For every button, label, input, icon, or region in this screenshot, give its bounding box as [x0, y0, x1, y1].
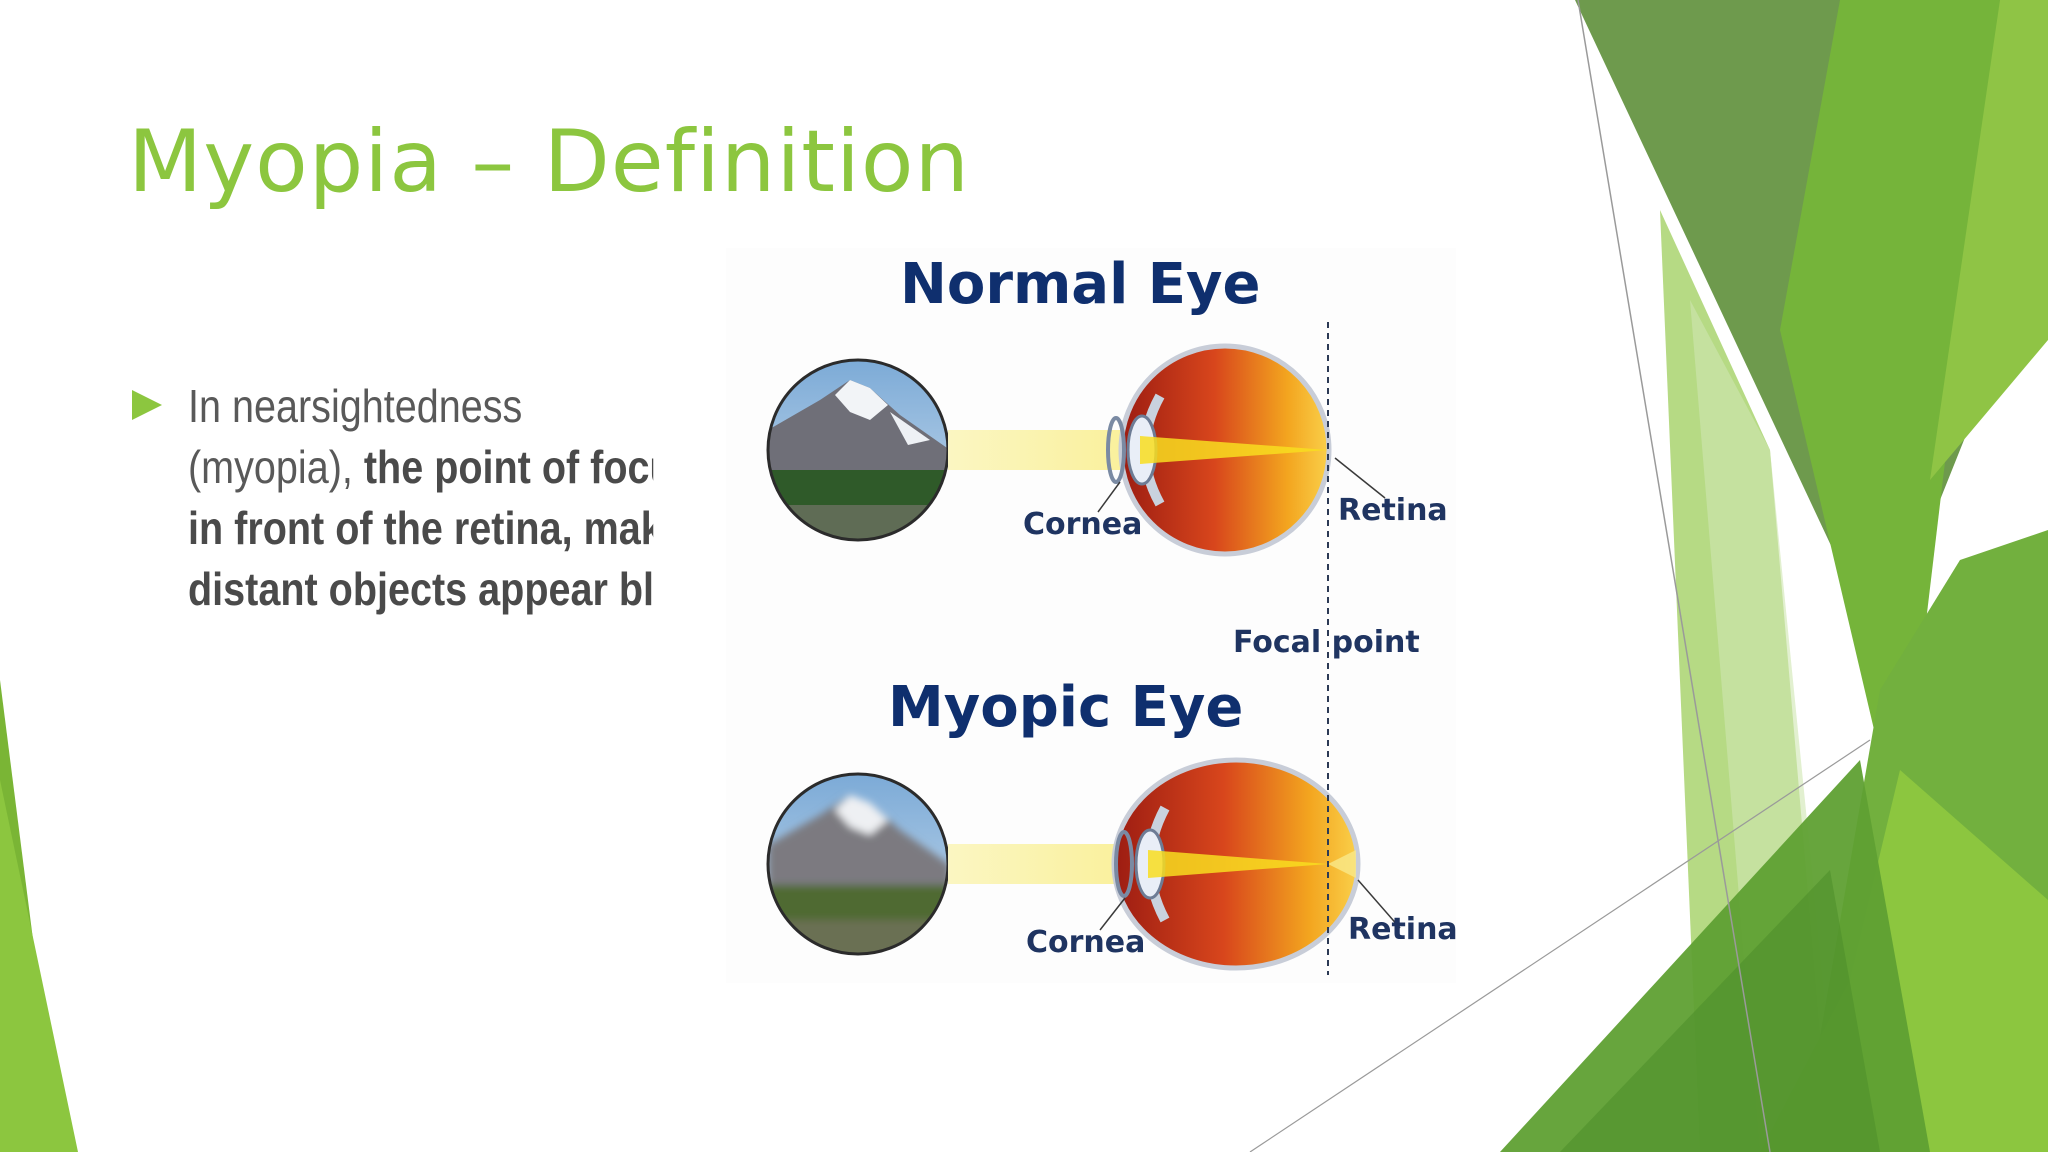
bullet-bold-3: distant objects appear blurry [188, 563, 654, 615]
mountain-scene-blurry [768, 774, 948, 954]
normal-eyeball [1106, 343, 1332, 557]
retina-label-bottom: Retina [1348, 912, 1458, 947]
myopic-eyeball [1111, 757, 1361, 971]
bullet-lead: In nearsightedness [188, 380, 523, 432]
cornea-label-top: Cornea [1023, 507, 1143, 542]
bullet-plain: (myopia), [188, 441, 364, 493]
retina-label-top: Retina [1338, 493, 1448, 528]
bullet-arrow-icon [132, 390, 162, 420]
myopic-eye-heading: Myopic Eye [888, 675, 1244, 740]
bullet-text: In nearsightedness (myopia), the point o… [188, 376, 653, 626]
normal-eye-heading: Normal Eye [900, 252, 1261, 317]
slide-title: Myopia – Definition [128, 112, 971, 212]
mountain-scene-sharp [768, 360, 948, 540]
bullet-item: In nearsightedness (myopia), the point o… [130, 376, 730, 636]
bullet-bold-2: in front of the retina, making [188, 502, 653, 554]
bullet-bold-1: the point of focus [363, 441, 653, 493]
cornea-label-bottom: Cornea [1026, 925, 1146, 960]
focal-point-label: Focal point [1233, 625, 1420, 660]
